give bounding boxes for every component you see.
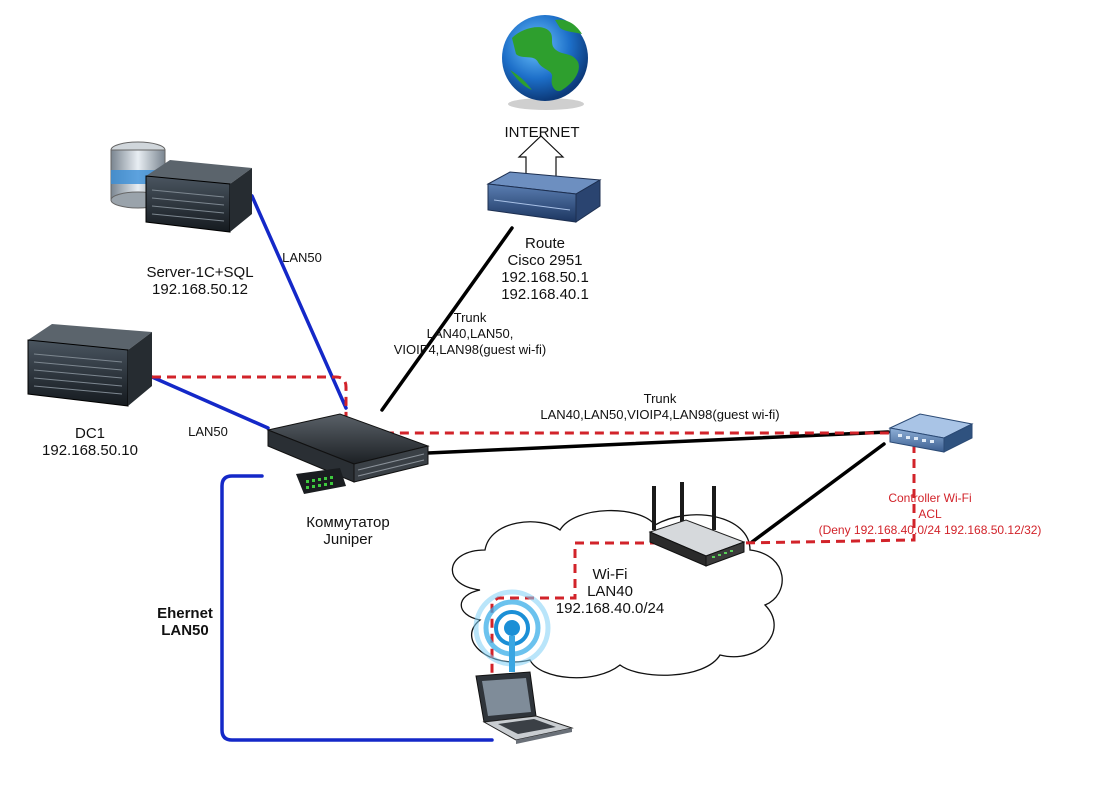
juniper-switch-icon (266, 413, 430, 494)
wifi-network-label: Wi-Fi LAN40 192.168.40.0/24 (555, 566, 665, 617)
dc-link-label: LAN50 (188, 424, 228, 439)
controller-switch-icon (888, 413, 974, 453)
internet-label: INTERNET (504, 124, 580, 141)
wifi-signal-icon (473, 589, 551, 672)
server-lan-link (250, 194, 348, 410)
trunk-links (380, 226, 890, 544)
trunk-switch-label: Trunk LAN40,LAN50,VIOIP4,LAN98(guest wi-… (540, 391, 780, 422)
controller-acl-label: Controller Wi-Fi ACL (Deny 192.168.40.0/… (818, 491, 1042, 537)
lan-links (150, 194, 494, 742)
internet-arrow (517, 135, 565, 179)
ethernet-link-label: Ehernet LAN50 (157, 605, 213, 639)
router-icon (486, 171, 602, 223)
globe-icon (502, 15, 588, 110)
dc-lan-link (150, 375, 270, 430)
acl-path (152, 375, 916, 680)
trunk-router-link (380, 226, 514, 412)
trunk-router-label: Trunk LAN40,LAN50, VIOIP4,LAN98(guest wi… (393, 310, 547, 357)
dc-label: DC1 192.168.50.10 (42, 425, 138, 459)
switch-ap-link (750, 442, 886, 544)
server-link-label: LAN50 (282, 250, 322, 265)
dc-server-icon (27, 324, 152, 407)
server-label: Server-1C+SQL 192.168.50.12 (146, 264, 254, 298)
server-sql-icon (110, 141, 252, 233)
trunk-switch-link (426, 430, 890, 455)
laptop-icon (475, 671, 574, 744)
juniper-switch-label: Коммутатор Juniper (306, 514, 390, 548)
ethernet-link (220, 474, 494, 742)
wireless-ap-icon (648, 482, 746, 567)
router-label: Route Cisco 2951 192.168.50.1 192.168.40… (501, 235, 589, 303)
